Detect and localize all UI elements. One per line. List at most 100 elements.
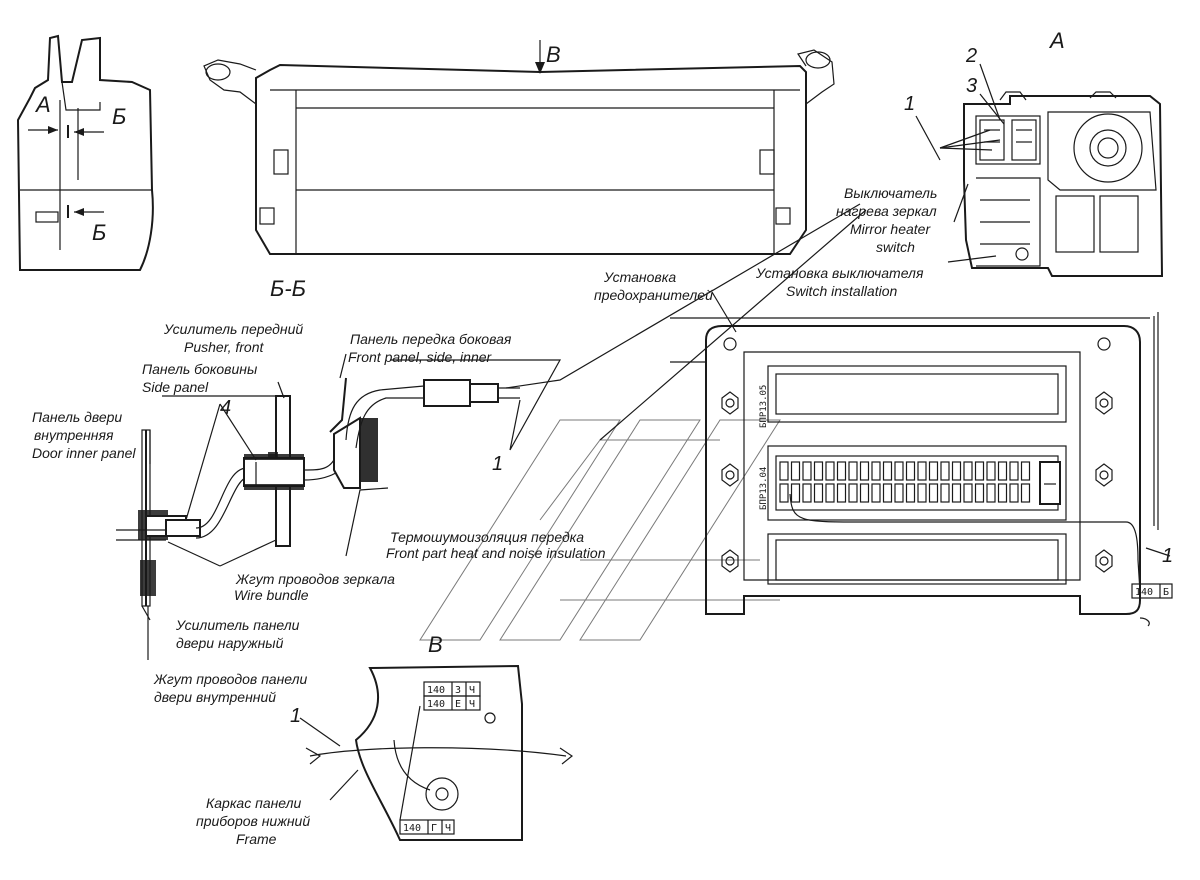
label-switch-install-en: Switch installation — [786, 283, 897, 299]
fuse-slot — [963, 483, 973, 503]
fuse-row — [779, 461, 1031, 503]
fuse-slot — [779, 483, 789, 503]
callout-3: 3 — [966, 75, 977, 97]
wire-tag-140-b-number: 140 — [1135, 587, 1153, 598]
wire-tag-140-z-color: Ч — [469, 685, 475, 696]
label-door-inner-ru-1: Панель двери — [32, 409, 122, 425]
label-frame-ru-1: Каркас панели — [206, 795, 302, 811]
fuse-slot — [894, 461, 904, 481]
label-mirror-switch-en-1: Mirror heater — [850, 221, 931, 237]
fuse-slot — [940, 461, 950, 481]
callout-1-view-v: 1 — [290, 705, 301, 727]
label-door-reinf-ru-2: двери наружный — [176, 635, 284, 651]
view-v-marker: В — [546, 42, 561, 67]
fuse-slot — [836, 483, 847, 503]
fuse-slot — [859, 461, 870, 481]
fuse-slot — [871, 483, 881, 503]
cabin-side-view: А Б Б — [16, 34, 154, 271]
fuse-slot — [1020, 483, 1031, 503]
label-door-harness-ru-1: Жгут проводов панели — [153, 671, 307, 687]
wire-tag-140-e: 140 Е Ч — [423, 695, 481, 711]
label-pusher-front-ru: Усилитель передний — [163, 321, 303, 337]
hex-nuts — [721, 391, 1113, 573]
fuse-slot — [974, 483, 985, 503]
fuse-slot — [802, 483, 812, 503]
watermark-ghost — [419, 419, 781, 641]
label-fuse-install-ru-2: предохранителей — [594, 287, 713, 303]
fuse-slot — [917, 461, 927, 481]
wire-tag-140-z-letter: З — [455, 685, 461, 696]
label-door-harness-ru-2: двери внутренний — [154, 689, 276, 705]
label-wire-bundle-ru: Жгут проводов зеркала — [235, 571, 395, 587]
fuse-slot — [871, 461, 881, 481]
callout-1-view-a: 1 — [904, 93, 915, 115]
fuse-slot — [963, 461, 973, 481]
leader-mirror-switch-2 — [599, 209, 867, 441]
fuse-slot — [836, 461, 847, 481]
wire-tag-140-g-color: Ч — [445, 823, 451, 834]
fuse-slot — [928, 483, 939, 503]
label-side-panel-ru: Панель боковины — [142, 361, 258, 377]
fuse-slot — [894, 483, 904, 503]
wire-tag-140-z: 140 З Ч — [423, 681, 481, 697]
fuse-slot — [779, 461, 789, 481]
wire-tag-140-e-number: 140 — [427, 699, 445, 710]
dashboard-front-view: В — [203, 40, 835, 255]
fuse-slot — [882, 483, 893, 503]
label-front-panel-en: Front panel, side, inner — [348, 349, 493, 365]
section-b-marker-bottom: Б — [92, 220, 106, 245]
view-a-switch-panel: А 2 3 1 — [904, 28, 1164, 277]
callout-1-section: 1 — [492, 453, 503, 475]
fuse-slot — [986, 461, 996, 481]
fuse-box-installation — [670, 312, 1171, 627]
fuse-slot — [848, 461, 858, 481]
fuse-slot — [951, 461, 962, 481]
fuse-slot — [790, 461, 801, 481]
label-insulation-ru: Термошумоизоляция передка — [390, 529, 584, 545]
fuse-slot — [813, 461, 824, 481]
fuse-slot — [1009, 461, 1019, 481]
section-b-marker-top: Б — [112, 104, 126, 129]
label-door-inner-en: Door inner panel — [32, 445, 136, 461]
wire-tag-140-g: 140 Г Ч — [399, 819, 455, 835]
fuse-slot — [859, 483, 870, 503]
label-wire-bundle-en: Wire bundle — [234, 587, 309, 603]
label-fuse-install-ru-1: Установка — [603, 269, 676, 285]
fuse-slot — [905, 461, 916, 481]
wire-tag-140-e-color: Ч — [469, 699, 475, 710]
label-mirror-switch-en-2: switch — [876, 239, 915, 255]
fuse-slot — [882, 461, 893, 481]
wire-tag-140-e-letter: Е — [455, 699, 461, 710]
wire-tag-140-g-number: 140 — [403, 823, 421, 834]
fuse-slot — [1009, 483, 1019, 503]
label-pusher-front-en: Pusher, front — [184, 339, 264, 355]
wire-tag-140-b-letter: Б — [1163, 587, 1169, 598]
fuse-slot — [940, 483, 950, 503]
label-mirror-switch-ru-1: Выключатель — [844, 185, 937, 201]
view-v-frame — [299, 664, 574, 841]
label-door-reinf-ru-1: Усилитель панели — [175, 617, 300, 633]
fuse-slot — [974, 461, 985, 481]
label-switch-install-ru: Установка выключателя — [755, 265, 924, 281]
wire-tag-140-g-letter: Г — [431, 823, 437, 834]
label-mirror-switch-ru-2: нагрева зеркал — [836, 203, 937, 219]
fuse-slot — [790, 483, 801, 503]
callout-4: 4 — [220, 397, 231, 419]
fuse-slot — [951, 483, 962, 503]
fuse-block-middle-code: БПР13.04 — [759, 467, 769, 510]
label-frame-ru-2: приборов нижний — [196, 813, 310, 829]
fuse-slot — [848, 483, 858, 503]
section-bb-title: Б-Б — [270, 276, 306, 301]
fuse-slot — [813, 483, 824, 503]
fuse-slot — [917, 483, 927, 503]
fuse-slot — [825, 461, 835, 481]
view-a-title: А — [1048, 28, 1065, 53]
callout-2: 2 — [965, 45, 977, 67]
view-a-marker: А — [34, 92, 51, 117]
fuse-slot — [825, 483, 835, 503]
fuse-slot — [905, 483, 916, 503]
wire-tag-140-b: 140 Б — [1131, 583, 1173, 599]
section-bb-drawing — [116, 353, 562, 660]
fuse-slot — [997, 461, 1008, 481]
